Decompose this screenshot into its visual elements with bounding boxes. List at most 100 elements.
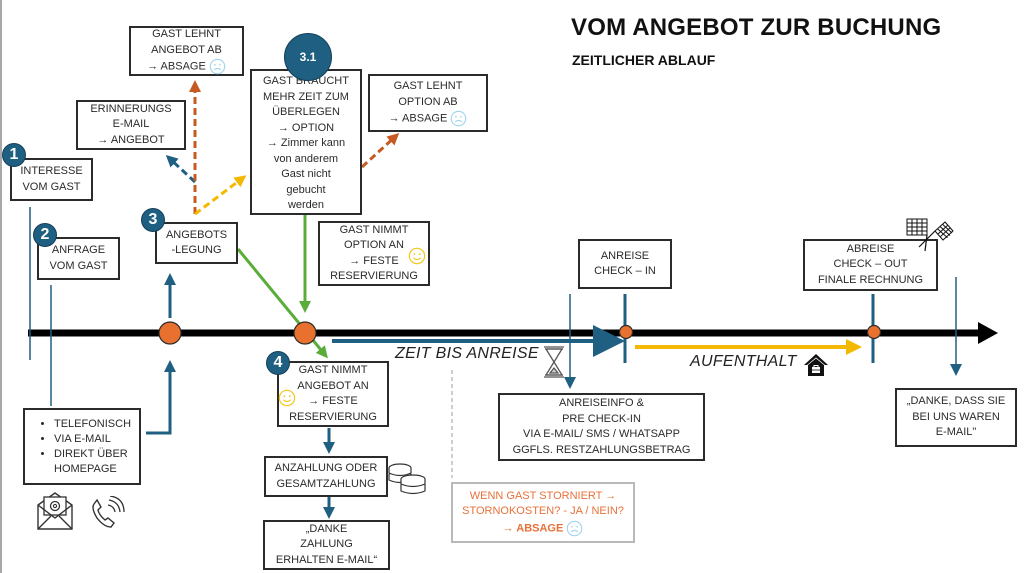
step-text: INTERESSE — [20, 165, 83, 177]
step-nimmt-option-box: GAST NIMMT OPTION AN → FESTE RESERVIERUN… — [318, 221, 430, 286]
step-text: OPTION AB — [398, 95, 458, 108]
step-text: ANREISE — [600, 249, 650, 262]
step-text: ANFRAGE — [51, 244, 106, 256]
step-text: GAST LEHNT — [152, 28, 221, 40]
step-anfrage-box: ANFRAGE VOM GAST — [37, 237, 120, 280]
timeline-arrowhead — [978, 322, 998, 344]
step-text: E-MAIL" — [935, 426, 977, 439]
step-text: -LEGUNG — [171, 244, 222, 256]
step-danke-zahlung-box: „DANKE ZAHLUNG ERHALTEN E-MAIL“ — [263, 520, 390, 570]
hourglass-icon — [544, 346, 564, 378]
smiley-face-icon — [278, 389, 296, 407]
channel-item: TELEFONISCH — [54, 417, 134, 432]
channel-item: VIA E-MAIL — [54, 432, 134, 447]
diagram-title: VOM ANGEBOT ZUR BUCHUNG — [571, 14, 942, 41]
step-text: ERINNERUNGS — [90, 102, 172, 115]
sad-face-icon — [451, 110, 467, 127]
step-text: CHECK – OUT — [833, 258, 908, 271]
step-text: → ABSAGE — [502, 521, 564, 534]
step-badge-1: 1 — [2, 143, 26, 167]
step-storno-box: WENN GAST STORNIERT → STORNOKOSTEN? - JA… — [451, 482, 635, 543]
step-text: WENN GAST STORNIERT → — [469, 489, 617, 502]
timeline-node-anfrage[interactable] — [158, 321, 182, 345]
step-text: FINALE RECHNUNG — [817, 273, 924, 286]
coin-stack-icon — [388, 463, 426, 495]
phone-ringing-icon — [92, 496, 125, 528]
step-badge-3-1: 3.1 — [284, 33, 332, 81]
step-text: GAST BRAUCHT — [263, 75, 349, 88]
aufenthalt-label: AUFENTHALT — [690, 353, 797, 370]
step-text: VOM GAST — [49, 259, 108, 272]
connector-kanaele-to-node — [146, 360, 176, 435]
connector-to-option — [194, 175, 247, 216]
step-text: VOM GAST — [22, 180, 81, 193]
step-lehnt-option-box: GAST LEHNT OPTION AB → ABSAGE — [368, 74, 488, 132]
step-text: STORNOKOSTEN? - JA / NEIN? — [462, 505, 624, 517]
step-text: ANREISEINFO & — [559, 397, 644, 409]
step-badge-2: 2 — [33, 223, 57, 247]
channel-item: DIREKT ÜBER HOMEPAGE — [54, 447, 134, 477]
step-anreise-box: ANREISE CHECK – IN — [578, 239, 672, 289]
checkered-flags-icon — [906, 218, 954, 252]
step-text: ANGEBOT AN — [297, 379, 369, 392]
step-text: MEHR ZEIT ZUM — [263, 90, 349, 103]
step-text: Gast nicht — [281, 168, 331, 181]
connector-to-lehnt-option — [360, 132, 400, 169]
step-text-with-icon: → ABSAGE — [389, 110, 468, 127]
step-badge-4: 4 — [266, 351, 290, 375]
step-zahlung-box: ANZAHLUNG ODER GESAMTZAHLUNG — [264, 456, 388, 497]
step-text: PRE CHECK-IN — [562, 412, 641, 425]
step-abreise-box: ABREISE CHECK – OUT FINALE RECHNUNG — [803, 239, 938, 291]
step-text: ZAHLUNG — [300, 538, 353, 551]
timeline-node-check-in[interactable] — [618, 324, 634, 340]
step-text: GAST NIMMT — [339, 223, 409, 236]
timeline-node-option[interactable] — [293, 321, 317, 345]
connector-to-erinnerung — [165, 154, 197, 184]
step-text: VIA E-MAIL/ SMS / WHATSAPP — [523, 428, 680, 440]
step-angebotslegung-box: ANGEBOTS -LEGUNG — [155, 222, 238, 264]
step-text-with-icon: → ABSAGE — [147, 58, 226, 75]
channels-list: TELEFONISCH VIA E-MAIL DIREKT ÜBER HOMEP… — [28, 417, 134, 477]
step-text: → OPTION — [277, 121, 335, 134]
step-text: RESERVIERUNG — [330, 270, 418, 282]
step-nimmt-angebot-box: GAST NIMMT ANGEBOT AN → FESTE RESERVIERU… — [277, 361, 389, 427]
step-lehnt-angebot-box: GAST LEHNT ANGEBOT AB → ABSAGE — [129, 26, 244, 76]
step-text: GAST LEHNT — [393, 80, 463, 92]
zeit-bis-anreise-label: ZEIT BIS ANREISE — [395, 345, 539, 362]
house-suitcase-icon — [804, 354, 828, 376]
step-text: ANGEBOT AB — [151, 43, 222, 56]
step-text: ERHALTEN E-MAIL“ — [275, 553, 378, 566]
step-text: → FESTE — [349, 254, 399, 267]
envelope-at-icon — [37, 492, 73, 530]
step-text: GESAMTZAHLUNG — [276, 477, 376, 490]
step-text: → ABSAGE — [388, 112, 448, 125]
left-frame-border — [0, 0, 2, 573]
step-text: BEI UNS WAREN — [912, 410, 1000, 423]
timeline-node-check-out[interactable] — [866, 324, 882, 340]
step-text: GGFLS. RESTZAHLUNGSBETRAG — [512, 443, 691, 456]
step-text: ANZAHLUNG ODER — [274, 462, 378, 474]
step-text: ÜBERLEGEN — [272, 106, 340, 119]
diagram-subtitle: ZEITLICHER ABLAUF — [572, 52, 716, 68]
channels-box: TELEFONISCH VIA E-MAIL DIREKT ÜBER HOMEP… — [23, 408, 141, 485]
step-text: OPTION AN — [344, 239, 404, 251]
step-text: E-MAIL — [112, 118, 150, 131]
sad-face-icon — [567, 520, 583, 536]
step-text: → ANGEBOT — [97, 133, 165, 146]
step-text: „DANKE — [305, 522, 348, 535]
step-text: → Zimmer kann — [266, 137, 346, 150]
step-anreiseinfo-box: ANREISEINFO & PRE CHECK-IN VIA E-MAIL/ S… — [498, 393, 705, 461]
step-text: gebucht — [286, 183, 326, 196]
step-text: → ABSAGE — [147, 60, 206, 73]
step-text: → FESTE — [308, 395, 358, 407]
step-text: CHECK – IN — [594, 265, 656, 277]
smiley-face-icon — [408, 247, 426, 265]
step-text: von anderem — [273, 152, 339, 165]
step-text: ABREISE — [846, 242, 895, 255]
step-text: „DANKE, DASS SIE — [906, 395, 1006, 408]
step-text: werden — [287, 199, 325, 212]
step-text: ANGEBOTS — [165, 228, 228, 241]
step-text-with-icon: → ABSAGE — [503, 520, 584, 537]
step-badge-3: 3 — [141, 208, 165, 232]
